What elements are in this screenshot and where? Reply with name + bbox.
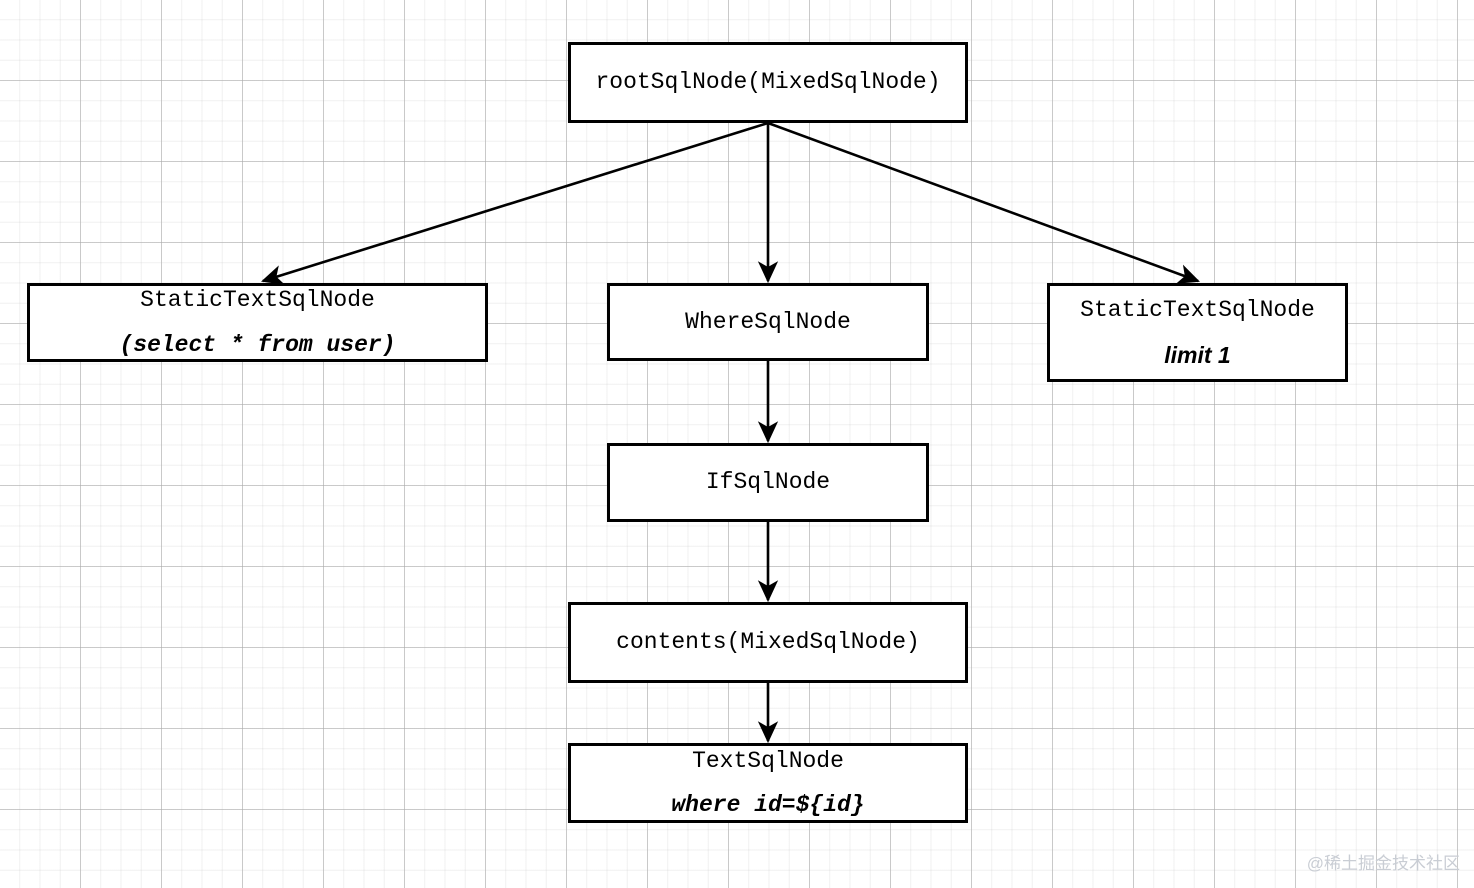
- node-subtitle: (select * from user): [119, 331, 396, 358]
- node-contents[interactable]: contents(MixedSqlNode): [568, 602, 968, 683]
- edge-root-to-static-right: [767, 121, 1200, 284]
- node-root[interactable]: rootSqlNode(MixedSqlNode): [568, 42, 968, 123]
- edge-root-to-static-left: [261, 121, 769, 285]
- node-title: contents(MixedSqlNode): [616, 629, 920, 656]
- watermark: @稀土掘金技术社区: [1306, 854, 1460, 873]
- node-static-left[interactable]: StaticTextSqlNode (select * from user): [27, 283, 488, 362]
- node-static-right[interactable]: StaticTextSqlNode limit 1: [1047, 283, 1348, 382]
- node-title: StaticTextSqlNode: [140, 287, 375, 314]
- node-subtitle: where id=${id}: [671, 792, 865, 818]
- node-title: TextSqlNode: [692, 747, 844, 774]
- node-title: StaticTextSqlNode: [1080, 297, 1315, 324]
- node-text[interactable]: TextSqlNode where id=${id}: [568, 743, 968, 823]
- node-title: WhereSqlNode: [685, 308, 851, 335]
- node-if[interactable]: IfSqlNode: [607, 443, 929, 522]
- node-where[interactable]: WhereSqlNode: [607, 283, 929, 361]
- node-title: rootSqlNode(MixedSqlNode): [595, 69, 941, 96]
- node-title: IfSqlNode: [705, 469, 831, 496]
- node-subtitle: limit 1: [1164, 341, 1231, 368]
